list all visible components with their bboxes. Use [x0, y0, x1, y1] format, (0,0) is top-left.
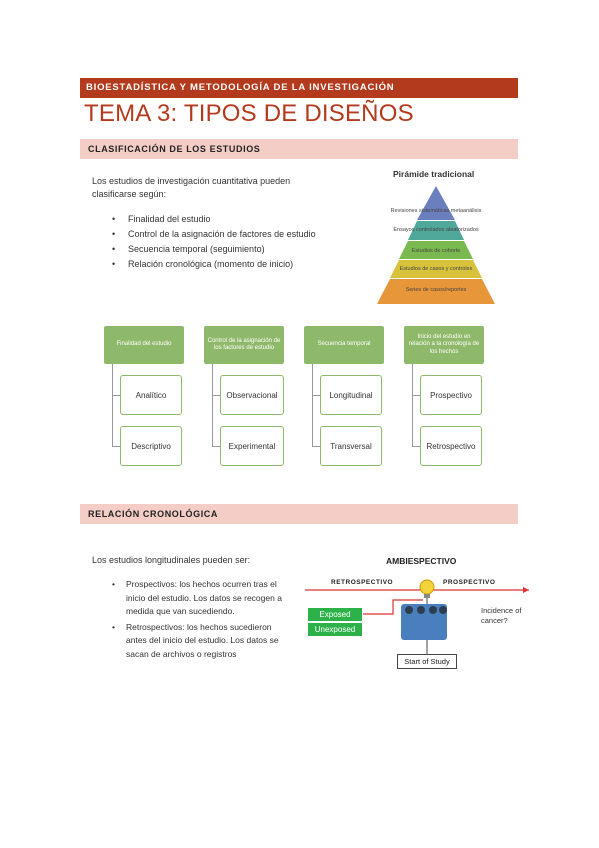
- group-header-secuencia: Secuencia temporal: [304, 326, 384, 364]
- pro-label: PROSPECTIVO: [443, 579, 496, 586]
- pyramid-label-1: Revisiones sistemáticas metaanálisis: [390, 208, 482, 214]
- retro-label: RETROSPECTIVO: [331, 579, 394, 586]
- classification-diagram: Finalidad del estudio Analítico Descript…: [100, 320, 500, 470]
- group-header-inicio: Inicio del estudio en relación a la cron…: [404, 326, 484, 364]
- group-header-finalidad: Finalidad del estudio: [104, 326, 184, 364]
- page-title: TEMA 3: TIPOS DE DISEÑOS: [84, 100, 414, 127]
- leaf-transversal: Transversal: [320, 426, 382, 466]
- list-item: Secuencia temporal (seguimiento): [108, 242, 378, 257]
- pyramid-level-5: [377, 279, 495, 304]
- pyramid-level-2: [408, 221, 464, 240]
- classification-criteria-list: Finalidad del estudio Control de la asig…: [108, 212, 378, 272]
- list-item: Retrospectivos: los hechos sucedieron an…: [108, 621, 286, 662]
- ambiespectivo-diagram: RETROSPECTIVO PROSPECTIVO Exposed Unexpo…: [303, 570, 531, 670]
- list-item: Control de la asignación de factores de …: [108, 227, 378, 242]
- leaf-longitudinal: Longitudinal: [320, 375, 382, 415]
- exposed-box: Exposed: [308, 608, 362, 621]
- bulb-base: [424, 594, 430, 598]
- pyramid-level-4: [390, 260, 482, 278]
- leaf-experimental: Experimental: [220, 426, 284, 466]
- longitudinal-types-list: Prospectivos: los hechos ocurren tras el…: [108, 578, 286, 663]
- bulb-icon: [419, 579, 435, 595]
- ambiespectivo-title: AMBIESPECTIVO: [386, 556, 457, 566]
- pyramid-label-2: Ensayos controlados aleatorizados: [393, 227, 479, 233]
- pyramid-label-3: Estudios de cohorte: [411, 248, 461, 254]
- list-item: Relación cronológica (momento de inicio): [108, 257, 378, 272]
- pyramid-level-3: [399, 241, 473, 259]
- group-header-control: Control de la asignación de los factores…: [204, 326, 284, 364]
- retro-arrow: [363, 599, 423, 615]
- leaf-analitico: Analítico: [120, 375, 182, 415]
- pyramid-label-4: Estudios de casos y controles: [399, 266, 473, 272]
- list-item: Prospectivos: los hechos ocurren tras el…: [108, 578, 286, 619]
- ambiespectivo-graphic: [305, 579, 529, 654]
- pyramid-graphic: [377, 186, 495, 304]
- unexposed-box: Unexposed: [308, 623, 362, 636]
- longitudinal-intro: Los estudios longitudinales pueden ser:: [92, 555, 251, 565]
- leaf-prospectivo: Prospectivo: [420, 375, 482, 415]
- list-item: Finalidad del estudio: [108, 212, 378, 227]
- pyramid-title: Pirámide tradicional: [393, 169, 475, 179]
- section-heading-chronological: RELACIÓN CRONOLÓGICA: [80, 504, 518, 524]
- leaf-descriptivo: Descriptivo: [120, 426, 182, 466]
- course-banner: BIOESTADÍSTICA Y METODOLOGÍA DE LA INVES…: [80, 78, 518, 98]
- leaf-observacional: Observacional: [220, 375, 284, 415]
- incidence-question: Incidence of cancer?: [481, 606, 522, 625]
- timeline-arrowhead: [523, 587, 529, 593]
- start-of-study-box: Start of Study: [397, 654, 457, 669]
- classification-intro: Los estudios de investigación cuantitati…: [92, 176, 291, 199]
- pyramid-level-1: [417, 186, 455, 220]
- evidence-pyramid: Revisiones sistemáticas metaanálisis Ens…: [375, 182, 497, 306]
- leaf-retrospectivo: Retrospectivo: [420, 426, 482, 466]
- section-heading-classification: CLASIFICACIÓN DE LOS ESTUDIOS: [80, 139, 518, 159]
- pyramid-label-5: Series de casos/reportes: [405, 287, 467, 293]
